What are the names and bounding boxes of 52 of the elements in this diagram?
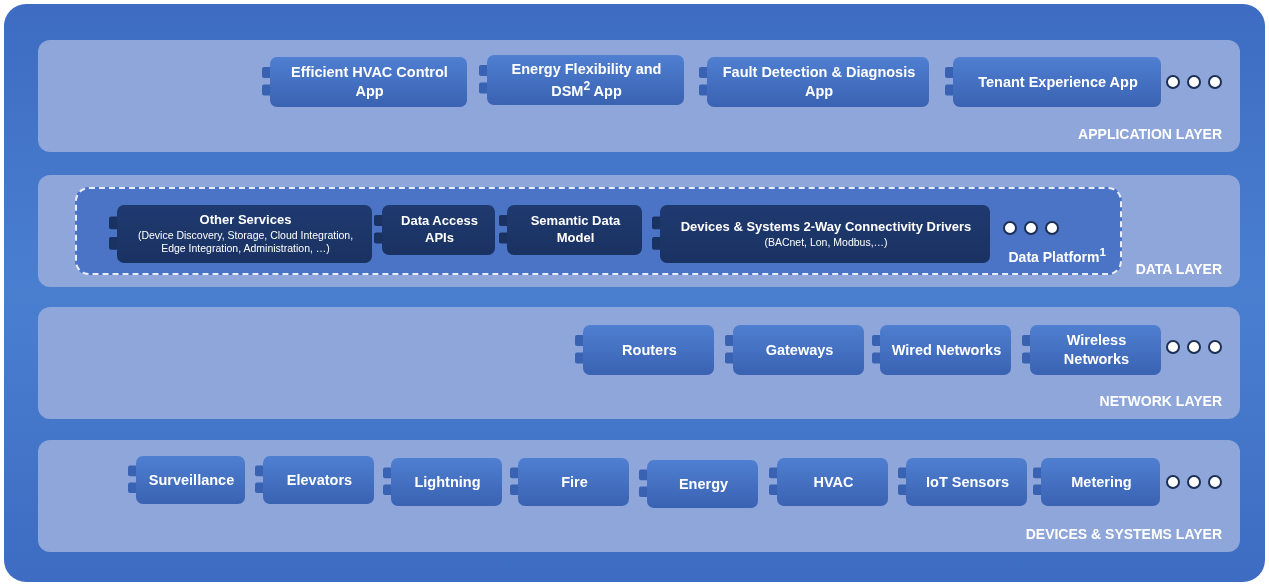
component-label: Devices & Systems 2-Way Connectivity Drivers [680,218,972,236]
layer-panel [38,307,1240,419]
component-box [769,458,888,506]
component-box [1022,325,1161,375]
layer-panel [38,440,1240,552]
layer-panel [38,40,1240,152]
component-label: Elevators [286,470,353,490]
layer-label: DATA LAYER [1135,261,1222,277]
component-box [479,55,684,105]
component-label: IoT Sensors [926,472,1009,492]
component-label: Wireless Networks [1062,331,1131,369]
component-box [639,460,758,508]
component-box [255,456,374,504]
component-box [262,57,467,107]
component-box [898,458,1027,506]
component-label: Metering [1071,472,1132,492]
platform-label: Data Platform$^{1}$ [1008,245,1106,265]
component-label: Routers [622,340,677,360]
component-label: Semantic Data Model [529,213,622,247]
platform-container [75,187,1122,275]
component-box [699,57,929,107]
layer-label: APPLICATION LAYER [1078,126,1222,142]
component-box [499,205,642,255]
component-label: Gateways [765,340,834,360]
component-label: Other Services [199,211,292,229]
component-box [109,205,372,263]
layer-panel [38,175,1240,287]
component-box [1033,458,1160,506]
component-label: Energy [678,474,729,494]
component-description: (BACnet, Lon, Modbus,…) [764,235,888,250]
component-label: Data Access APIs [400,213,479,247]
component-box [652,205,990,263]
component-box [128,456,245,504]
component-box [510,458,629,506]
component-label: Efficient HVAC Control App [290,63,449,101]
component-label: Tenant Experience App [978,72,1138,92]
component-box [872,325,1011,375]
component-label: HVAC [813,472,854,492]
component-label: Lightning [414,472,481,492]
component-box [945,57,1161,107]
component-label: Wired Networks [891,340,1002,360]
layer-label: DEVICES & SYSTEMS LAYER [1025,526,1222,542]
layer-label: NETWORK LAYER [1099,393,1222,409]
component-description: (Device Discovery, Storage, Cloud Integration, Edge Integration, Administration, …) [136,228,355,257]
component-box [383,458,502,506]
component-label: Fire [561,472,588,492]
component-box [575,325,714,375]
component-box [725,325,864,375]
component-box [374,205,495,255]
component-label: Surveillance [148,470,235,490]
component-label: Energy Flexibility and DSM$^{2}$ App [510,59,663,101]
component-label: Fault Detection & Diagnosis App [721,63,917,101]
